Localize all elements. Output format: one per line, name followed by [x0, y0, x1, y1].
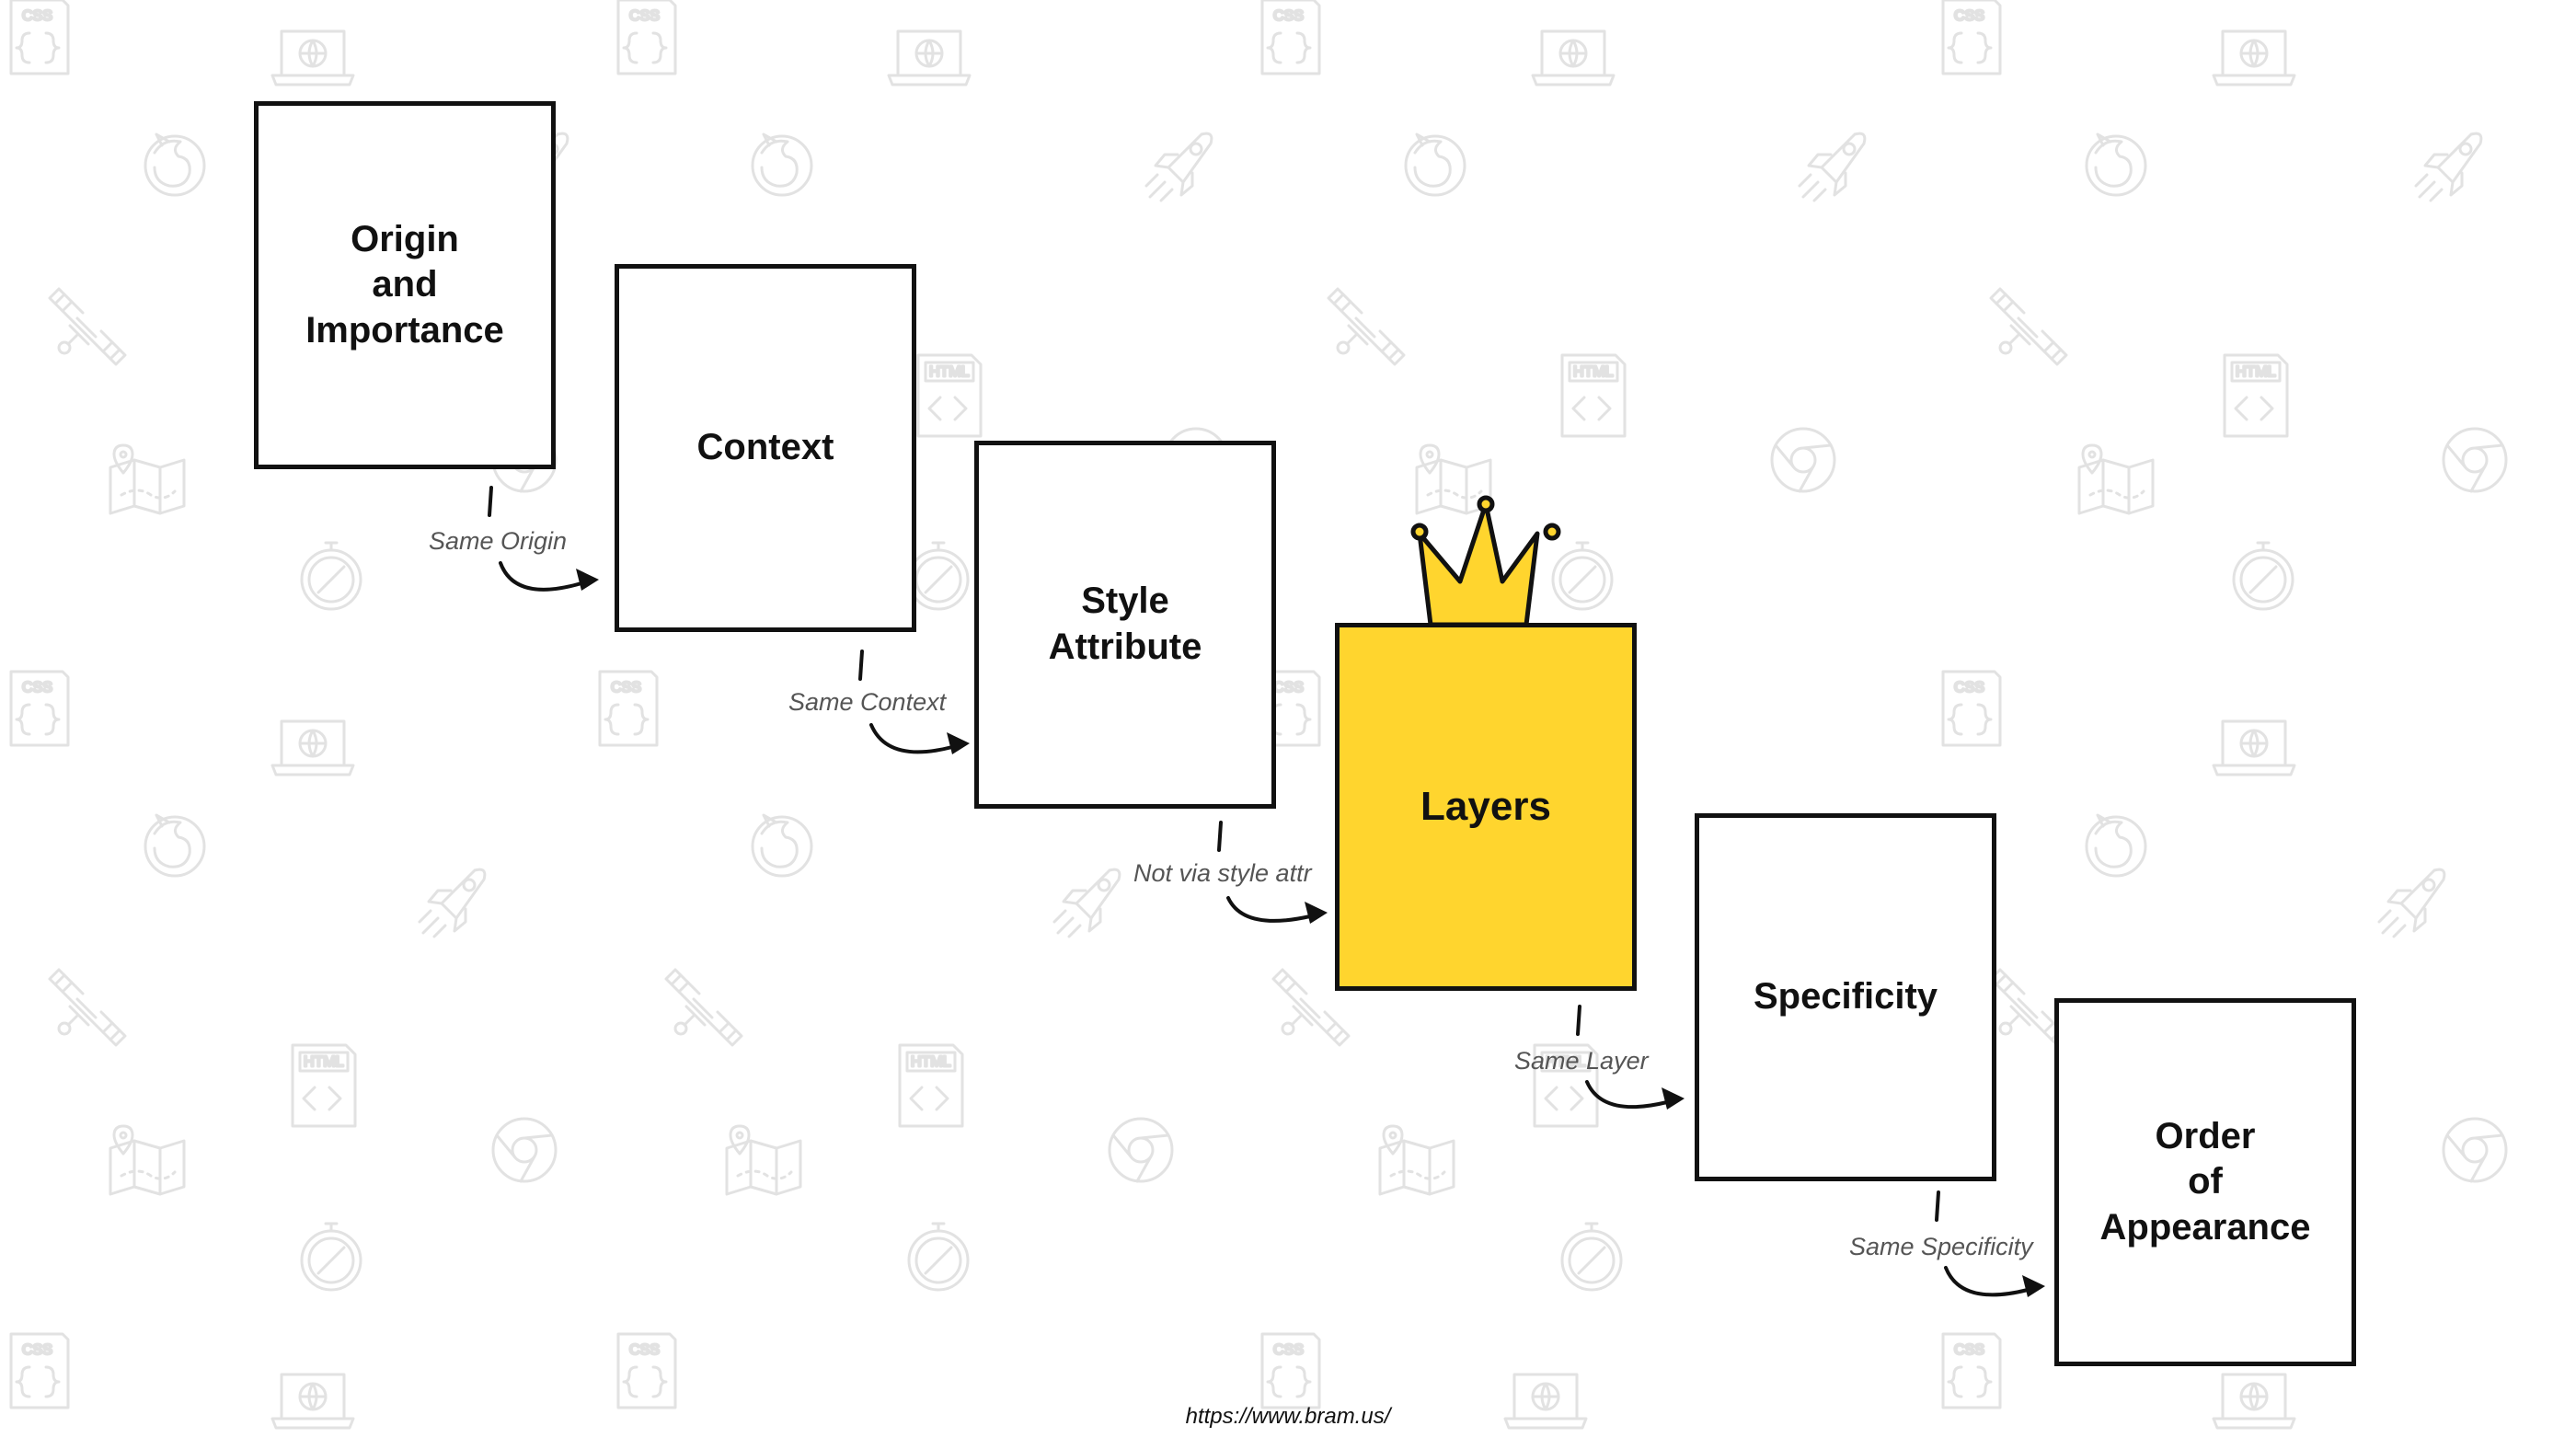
transition-label: Not via style attr: [1133, 859, 1312, 887]
step-origin-and-importance: Origin and Importance: [254, 101, 556, 469]
step-order-of-appearance: Order of Appearance: [2054, 998, 2356, 1366]
connector-arrow: [1935, 1190, 2045, 1297]
step-context: Context: [615, 264, 916, 632]
connector-arrow: [1576, 1005, 1685, 1110]
crown-icon: [1410, 495, 1561, 627]
step-label: Layers: [1420, 783, 1551, 829]
step-label: Style Attribute: [1048, 581, 1202, 667]
step-label: Specificity: [1753, 976, 1938, 1018]
transition-label: Same Context: [788, 688, 947, 716]
step-layers: Layers: [1335, 623, 1637, 991]
transition-label: Same Origin: [429, 527, 568, 555]
footer-url: https://www.bram.us/: [1185, 1404, 1391, 1429]
transition-label: Same Layer: [1514, 1047, 1649, 1075]
connector-arrow: [858, 650, 970, 754]
step-label: Context: [696, 427, 834, 468]
step-label: Origin and Importance: [305, 218, 504, 351]
connector-arrow: [1217, 821, 1328, 924]
step-style-attribute: Style Attribute: [974, 441, 1276, 809]
step-label: Order of Appearance: [2099, 1115, 2311, 1248]
transition-label: Same Specificity: [1849, 1233, 2033, 1260]
connector-arrow: [488, 486, 599, 592]
step-specificity: Specificity: [1695, 813, 1996, 1181]
